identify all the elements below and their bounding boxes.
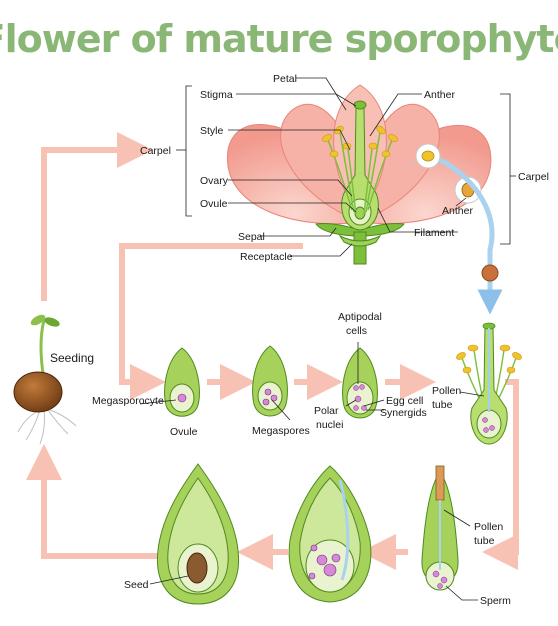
flower-labels: Petal Stigma Anther Style Carpel Carpel … [140,73,549,263]
label-pollen-tube-b1: Pollen [474,521,503,533]
label-filament: Filament [414,227,454,239]
label-anther-inset: Anther [442,205,473,217]
label-sperm: Sperm [480,595,511,607]
label-ovary: Ovary [200,175,229,187]
label-polar-1: Polar [314,405,339,417]
pollen-transfer-arrow [438,157,503,315]
label-style: Style [200,125,224,137]
flower-stem [353,231,367,265]
label-synergids: Synergids [380,407,427,419]
label-anther-top: Anther [424,89,455,101]
label-polar-2: nuclei [316,419,343,431]
label-seed: Seed [124,579,149,591]
label-megaspores: Megaspores [252,425,310,437]
label-pollen-tube-a2: tube [432,399,453,411]
label-pollen-tube-b2: tube [474,535,495,547]
label-antipodal-2: cells [346,325,367,337]
label-egg-cell: Egg cell [386,395,423,407]
mature-seed-stage: Seed [124,463,240,605]
label-pollen-tube-a1: Pollen [432,385,461,397]
pollen-grain [481,264,499,282]
ovule-stage-1: Megasporocyte Ovule [92,347,200,438]
label-petal: Petal [273,73,297,85]
ovule-stage-3: Aptipodal cells Polar nuclei Egg cell Sy… [314,311,427,431]
developing-seed-stage [288,465,372,603]
label-antipodal-1: Aptipodal [338,311,382,323]
fertilization-stage: Pollen tube Sperm [421,465,511,607]
label-ovule: Ovule [200,198,228,210]
seedling: Seeding [13,314,94,445]
label-seeding: Seeding [50,351,94,365]
label-receptacle: Receptacle [240,251,293,263]
ovule [354,206,366,220]
label-carpel-right: Carpel [518,171,549,183]
seed-embryo [186,552,208,584]
ovule-stage-2: Megaspores [252,345,310,437]
label-stigma: Stigma [200,89,233,101]
label-sepal: Sepal [238,231,265,243]
pollinated-carpel: Pollen tube [432,322,522,445]
label-carpel-left: Carpel [140,145,171,157]
label-ovule-stage: Ovule [170,426,198,438]
cycle-arrows [26,132,519,570]
seed-icon [13,371,63,413]
mature-flower [227,84,503,315]
flower-leader-lines [176,77,516,257]
page-title: Flower of mature sporophyte [0,17,558,61]
label-megasporocyte: Megasporocyte [92,395,164,407]
